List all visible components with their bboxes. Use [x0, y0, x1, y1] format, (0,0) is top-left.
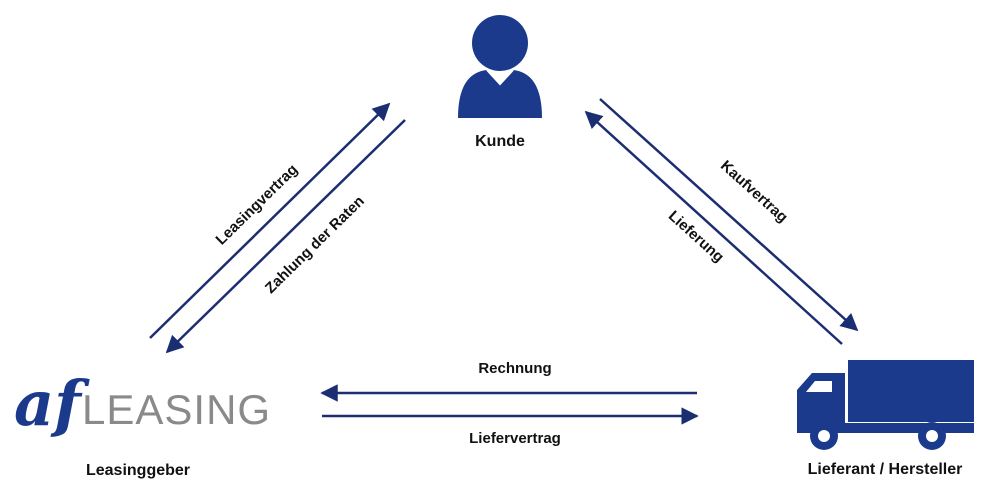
- supply-contract-label: Liefervertrag: [469, 430, 561, 447]
- rate-payment-arrow: [165, 119, 406, 354]
- purchase-contract-arrow: [599, 98, 859, 332]
- person-icon: [458, 15, 542, 118]
- delivery-arrow: [584, 110, 843, 345]
- invoice-label: Rechnung: [478, 360, 551, 377]
- logo-af-mark: af: [14, 367, 90, 440]
- lessor-label: Leasinggeber: [86, 462, 190, 479]
- supplier-label: Lieferant / Hersteller: [808, 461, 963, 478]
- customer-label: Kunde: [475, 133, 525, 150]
- person-collar: [486, 69, 514, 86]
- af-leasing-logo: af LEASING: [14, 367, 271, 440]
- logo-leasing-word: LEASING: [82, 386, 271, 433]
- truck-window: [806, 381, 832, 392]
- truck-front-wheel-hub: [818, 430, 830, 442]
- leasing-contract-arrow: [149, 102, 391, 339]
- delivery-label: Lieferung: [665, 207, 727, 265]
- truck-rear-wheel-hub: [926, 430, 938, 442]
- truck-icon: [797, 360, 974, 450]
